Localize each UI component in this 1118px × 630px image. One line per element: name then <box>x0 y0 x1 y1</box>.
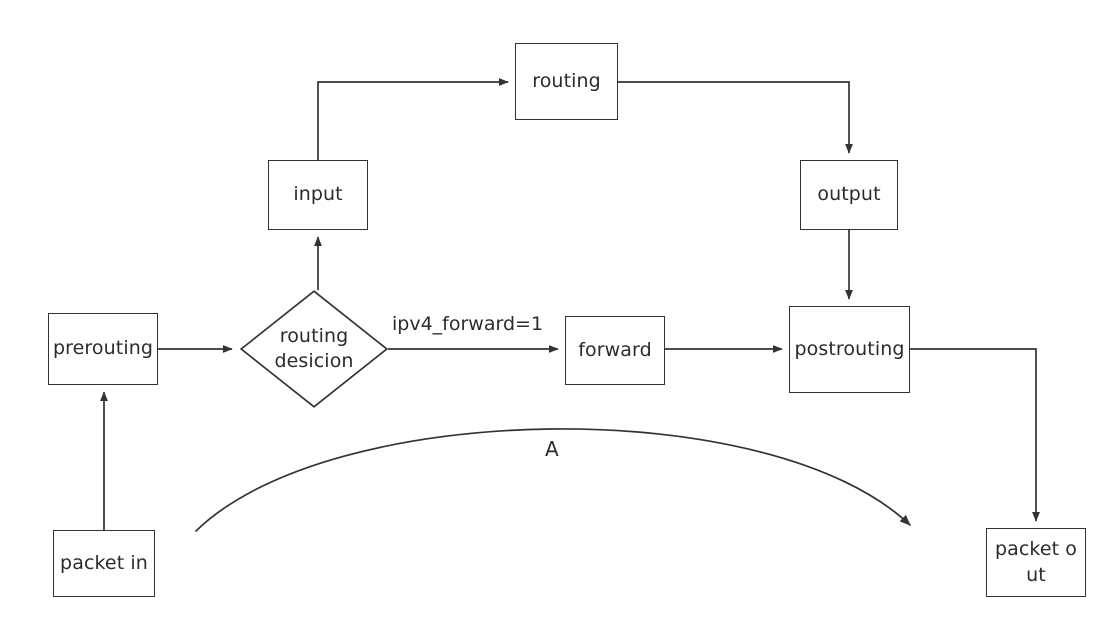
node-prerouting[interactable]: prerouting <box>48 313 158 385</box>
node-postrouting[interactable]: postrouting <box>789 306 910 393</box>
edge-input-to-routing <box>317 78 509 160</box>
node-output-label: output <box>817 183 881 206</box>
node-packet-in-label: packet in <box>60 551 148 574</box>
node-packet-out[interactable]: packet out <box>986 528 1086 597</box>
node-routing-decision[interactable]: routing desicion <box>240 290 388 408</box>
node-routing-label: routing <box>532 69 601 92</box>
node-postrouting-label: postrouting <box>794 337 905 360</box>
node-forward[interactable]: forward <box>565 316 665 385</box>
arc-label-a: A <box>545 437 559 461</box>
node-input-label: input <box>293 183 343 206</box>
node-output[interactable]: output <box>800 160 898 230</box>
diamond-shape <box>240 290 388 408</box>
node-packet-in[interactable]: packet in <box>53 530 155 597</box>
node-routing-decision-label: routing desicion <box>274 324 354 372</box>
node-forward-label: forward <box>578 338 652 361</box>
edge-postrouting-to-packet-out <box>910 348 1040 522</box>
node-routing[interactable]: routing <box>515 43 618 120</box>
node-packet-out-label: packet out <box>994 537 1078 586</box>
edge-routing-to-output <box>618 81 853 154</box>
node-prerouting-label: prerouting <box>52 337 154 360</box>
edge-label-ipv4-forward: ipv4_forward=1 <box>392 313 544 335</box>
edge-arc-a-sweep <box>195 428 911 532</box>
node-input[interactable]: input <box>268 160 368 230</box>
